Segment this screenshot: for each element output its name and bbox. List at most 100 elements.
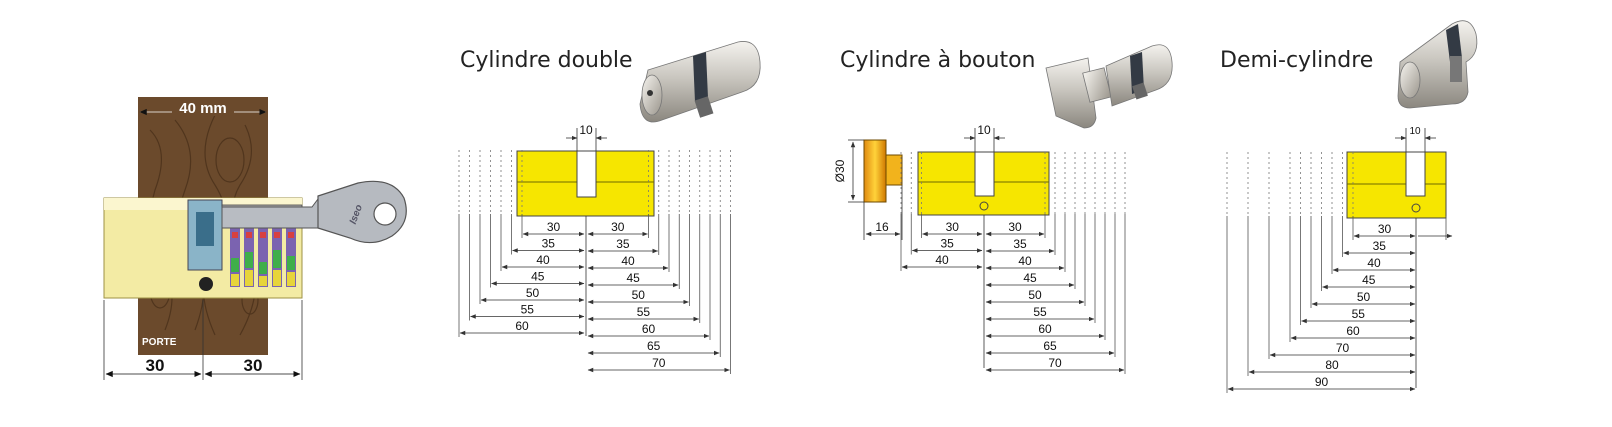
wood-width-label: 40 mm [179, 100, 227, 117]
demi-dim-1: 35 [1342, 152, 1416, 257]
bouton-left-dim-2: 40 [900, 152, 983, 271]
double-right-dim-0: 30 [587, 150, 649, 238]
double-left-dim-label: 50 [526, 286, 540, 300]
double-left-dim-label: 45 [531, 270, 545, 284]
double-left-dim-3: 45 [490, 150, 585, 288]
fixing-screw [199, 277, 213, 291]
double-right-dim-label: 40 [621, 254, 635, 268]
demi-dim-label: 60 [1346, 324, 1360, 338]
double-right-dim-8: 70 [587, 150, 731, 374]
demi-dim-label: 55 [1352, 307, 1366, 321]
bouton-right-dim-8: 70 [985, 152, 1126, 374]
double-right-dim-label: 65 [647, 339, 661, 353]
cylinder-bouton-drawing: 10 Ø30 16 [833, 123, 1050, 240]
demi-cylinder-drawing: 10 [1346, 126, 1447, 219]
bouton-right-dim-label: 40 [1018, 254, 1032, 268]
demi-dim-label: 50 [1357, 290, 1371, 304]
double-right-dim-1: 35 [587, 150, 660, 255]
panel-title-demi: Demi-cylindre [1220, 48, 1373, 73]
demi-dim-label: 80 [1325, 358, 1339, 372]
bouton-right-dim-label: 35 [1013, 237, 1027, 251]
double-right-dim-label: 55 [637, 305, 651, 319]
cylinder-double-photo [639, 41, 761, 123]
double-right-dim-5: 55 [587, 150, 701, 323]
bouton-right-dim-label: 50 [1028, 288, 1042, 302]
panel-cylindre-bouton: Cylindre à bouton 10 Ø30 [833, 44, 1173, 374]
demi-dim-7: 70 [1268, 152, 1416, 359]
bouton-right-dim-3: 45 [985, 152, 1076, 289]
double-right-dim-label: 70 [652, 356, 666, 370]
panel-cylindre-double: Cylindre double 10 30 35 40 45 50 55 60 30 35 40… [458, 41, 761, 374]
panel-title-bouton: Cylindre à bouton [840, 48, 1035, 73]
double-left-dim-4: 50 [479, 150, 585, 304]
double-right-dim-label: 60 [642, 322, 656, 336]
demi-dim-label: 40 [1367, 256, 1381, 270]
bouton-right-dim-6: 60 [985, 152, 1106, 340]
double-right-dim-label: 35 [616, 237, 630, 251]
demi-dim-label: 70 [1336, 341, 1350, 355]
double-left-dim-label: 60 [515, 319, 529, 333]
double-left-dim-2: 40 [500, 150, 585, 271]
double-left-dim-label: 35 [542, 237, 556, 251]
double-left-dim-label: 30 [547, 220, 561, 234]
double-left-dim-label: 55 [521, 303, 535, 317]
demi-dim-label: 45 [1362, 273, 1376, 287]
cam-width-double: 10 [579, 123, 593, 137]
double-left-dim-5: 55 [469, 150, 585, 321]
cam-width-bouton: 10 [977, 123, 991, 137]
bouton-right-dim-label: 45 [1023, 271, 1037, 285]
left-dimension: 30 [146, 356, 165, 375]
demi-dim-label: 90 [1315, 375, 1329, 389]
bouton-right-dim-label: 65 [1043, 339, 1057, 353]
double-right-dim-7: 65 [587, 150, 721, 357]
key: Iseo [221, 180, 407, 244]
double-right-dim-6: 60 [587, 150, 711, 340]
knob-offset: 16 [875, 220, 889, 234]
bouton-right-dim-2: 40 [985, 152, 1066, 272]
demi-dim-2: 40 [1331, 152, 1416, 274]
bouton-right-dim-label: 30 [1008, 220, 1022, 234]
demi-dim-0: 30 [1352, 152, 1416, 240]
demi-dim-8: 80 [1247, 152, 1416, 376]
bouton-left-dim-1: 35 [910, 152, 983, 255]
panel-title-double: Cylindre double [460, 48, 633, 73]
double-right-dim-4: 50 [587, 150, 690, 306]
bouton-right-dim-7: 65 [985, 152, 1116, 357]
cylinder-double-drawing: 10 [516, 123, 655, 217]
bouton-left-dim-label: 30 [946, 220, 960, 234]
bouton-right-dim-5: 55 [985, 152, 1096, 323]
double-right-dim-label: 50 [632, 288, 646, 302]
demi-dim-6: 60 [1289, 152, 1416, 342]
bouton-left-dim-label: 35 [940, 237, 954, 251]
bouton-right-dim-label: 60 [1038, 322, 1052, 336]
double-right-dim-label: 30 [611, 220, 625, 234]
cam-width-demi: 10 [1409, 126, 1421, 137]
double-left-dim-0: 30 [521, 150, 585, 238]
bouton-right-dim-0: 30 [985, 152, 1046, 238]
demi-dim-9: 90 [1226, 152, 1416, 393]
double-left-dim-1: 35 [511, 150, 585, 255]
demi-dim-label: 35 [1373, 239, 1387, 253]
double-right-dim-label: 45 [626, 271, 640, 285]
bouton-right-dim-4: 50 [985, 152, 1086, 306]
bouton-right-dim-label: 55 [1033, 305, 1047, 319]
double-left-dim-6: 60 [458, 150, 585, 337]
double-right-dim-3: 45 [587, 150, 680, 289]
demi-dim-3: 45 [1321, 152, 1416, 291]
demi-cylinder-photo [1397, 20, 1478, 109]
panel-demi-cylindre: Demi-cylindre 10 30 35 40 45 50 55 60 70 80 90 [1220, 20, 1478, 393]
knob-diameter: Ø30 [833, 159, 847, 182]
demi-dim-4: 50 [1310, 152, 1416, 308]
door-cross-section: 40 mm [103, 97, 407, 380]
bouton-right-dim-label: 70 [1048, 356, 1062, 370]
cylinder-bouton-photo [1045, 44, 1173, 129]
right-dimension: 30 [244, 356, 263, 375]
double-left-dim-label: 40 [536, 253, 550, 267]
door-label: PORTE [142, 337, 177, 348]
demi-dim-5: 55 [1300, 152, 1416, 325]
bouton-right-dim-1: 35 [985, 152, 1056, 255]
bouton-left-dim-0: 30 [921, 152, 983, 238]
demi-dim-label: 30 [1378, 222, 1392, 236]
double-right-dim-2: 40 [587, 150, 670, 272]
